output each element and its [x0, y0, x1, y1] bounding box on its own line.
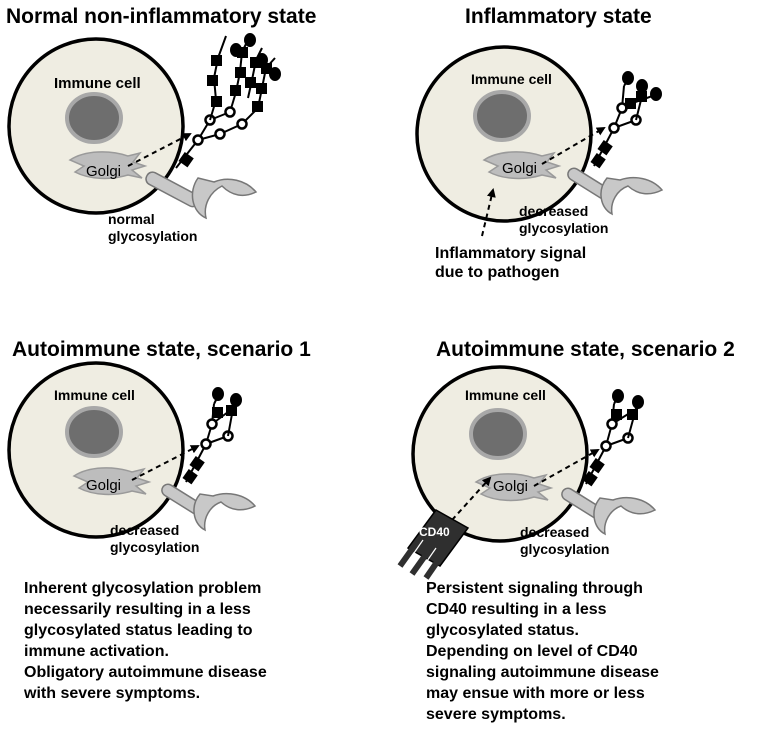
receptor-icon — [145, 171, 258, 220]
receptor-icon — [567, 167, 664, 216]
signal-label-line2: due to pathogen — [435, 264, 559, 281]
glyco-label-line1: decreased — [520, 524, 589, 540]
golgi-icon — [68, 151, 148, 180]
glyco-label-line2: glycosylation — [110, 539, 199, 555]
cell-label: Immune cell — [54, 387, 135, 403]
cell-label: Immune cell — [54, 75, 141, 92]
glycosylation-arrow — [533, 449, 600, 487]
glyco-label-line1: decreased — [519, 203, 588, 219]
golgi-icon — [474, 473, 554, 502]
golgi-icon — [72, 467, 152, 496]
panel-normal: Immune cell Golgi normal — [7, 33, 281, 244]
panel-autoimmune-1: Immune cell Golgi decreased glycosylatio… — [7, 361, 257, 555]
cd40-signal-arrow — [451, 476, 492, 521]
golgi-label: Golgi — [86, 163, 121, 180]
panel-title-inflammatory: Inflammatory state — [465, 5, 652, 28]
glycosylation-arrow — [127, 133, 192, 167]
nucleus-icon — [65, 92, 123, 144]
panel-title-normal: Normal non-inflammatory state — [6, 5, 317, 28]
cd40-label: CD40 — [419, 525, 450, 539]
golgi-label: Golgi — [493, 478, 528, 495]
description-autoimmune-1: Inherent glycosylation problem necessari… — [24, 580, 267, 702]
receptor-icon — [561, 487, 657, 536]
glycan-tree-icon — [182, 387, 242, 485]
receptor-icon — [161, 483, 257, 532]
glycan-tree-icon — [175, 33, 281, 169]
glycosylation-arrow — [131, 445, 200, 481]
nucleus-icon — [469, 408, 527, 460]
glyco-label-line1: decreased — [110, 522, 179, 538]
cell-label: Immune cell — [465, 387, 546, 403]
golgi-label: Golgi — [502, 160, 537, 177]
glyco-label-line1: normal — [108, 211, 155, 227]
cd40-receptor-icon — [397, 509, 470, 580]
glycosylation-arrow — [541, 126, 606, 165]
nucleus-icon — [65, 406, 123, 458]
glyco-label-line2: glycosylation — [519, 220, 608, 236]
glyco-label-line2: glycosylation — [520, 541, 609, 557]
golgi-label: Golgi — [86, 477, 121, 494]
glyco-label-line2: glycosylation — [108, 228, 197, 244]
description-autoimmune-2: Persistent signaling through CD40 result… — [426, 580, 659, 723]
signal-label-line1: Inflammatory signal — [435, 245, 586, 262]
panel-title-autoimmune-2: Autoimmune state, scenario 2 — [436, 338, 735, 361]
panel-autoimmune-2: Immune cell Golgi — [397, 365, 657, 580]
nucleus-icon — [473, 90, 531, 142]
inflammatory-signal-arrow — [481, 188, 496, 237]
golgi-icon — [482, 151, 562, 180]
cell-label: Immune cell — [471, 71, 552, 87]
glycan-tree-icon — [590, 71, 662, 169]
panel-inflammatory: Immune cell Golgi decreased glycosylatio… — [415, 45, 664, 281]
glycan-tree-icon — [582, 389, 644, 487]
panel-title-autoimmune-1: Autoimmune state, scenario 1 — [12, 338, 311, 361]
